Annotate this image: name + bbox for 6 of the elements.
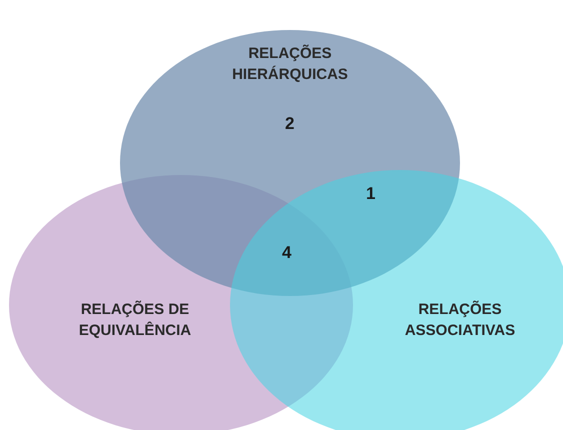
circle-label: RELAÇÕES HIERÁRQUICAS (231, 44, 349, 85)
circle-label: RELAÇÕES DE EQUIVALÊNCIA (78, 300, 192, 341)
circle-label: RELAÇÕES ASSOCIATIVAS (404, 300, 516, 341)
region-number: 4 (282, 243, 292, 263)
region-number: 2 (285, 114, 294, 134)
region-number: 1 (366, 184, 376, 204)
